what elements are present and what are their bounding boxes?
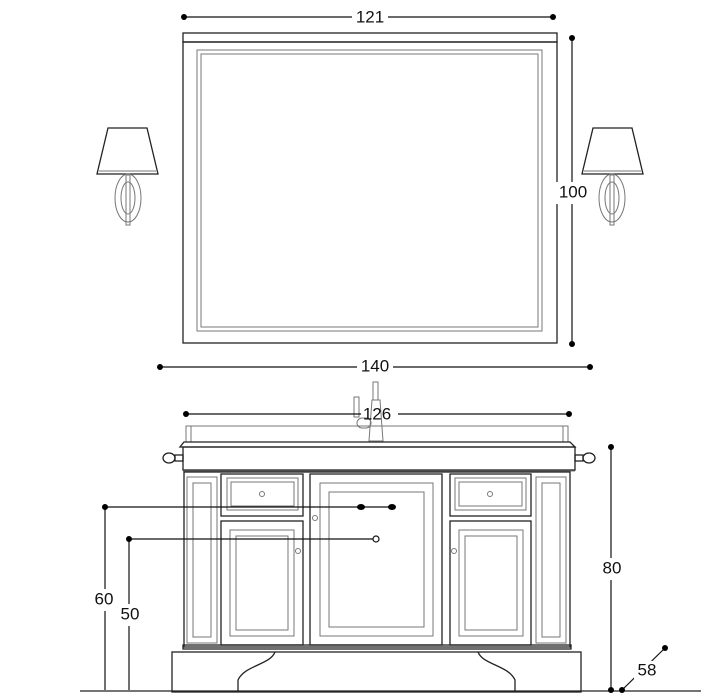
dimension-total-width: 140	[157, 356, 593, 377]
dimension-mirror-width: 121	[181, 7, 556, 27]
cabinet-height-label: 80	[603, 558, 622, 577]
dimension-cabinet-depth: 58	[619, 645, 668, 693]
dimension-water-inlet-height: 50	[116, 535, 380, 690]
dimension-cabinet-width: 126	[183, 404, 572, 423]
wall-sconce-right	[581, 127, 644, 226]
vanity-cabinet	[80, 381, 701, 693]
mirror	[182, 32, 558, 344]
mirror-height-label: 100	[559, 182, 587, 201]
wall-sconce-left	[96, 127, 159, 226]
dimension-mirror-height: 100	[556, 35, 590, 347]
dimension-cabinet-height: 80	[597, 444, 627, 693]
total-width-label: 140	[361, 356, 389, 375]
cabinet-depth-label: 58	[638, 660, 657, 679]
dimension-drain-height: 60	[90, 504, 396, 690]
cabinet-width-label: 126	[363, 404, 391, 423]
drain-height-label: 60	[95, 589, 114, 608]
water-inlet-height-label: 50	[121, 604, 140, 623]
mirror-width-label: 121	[356, 7, 384, 26]
